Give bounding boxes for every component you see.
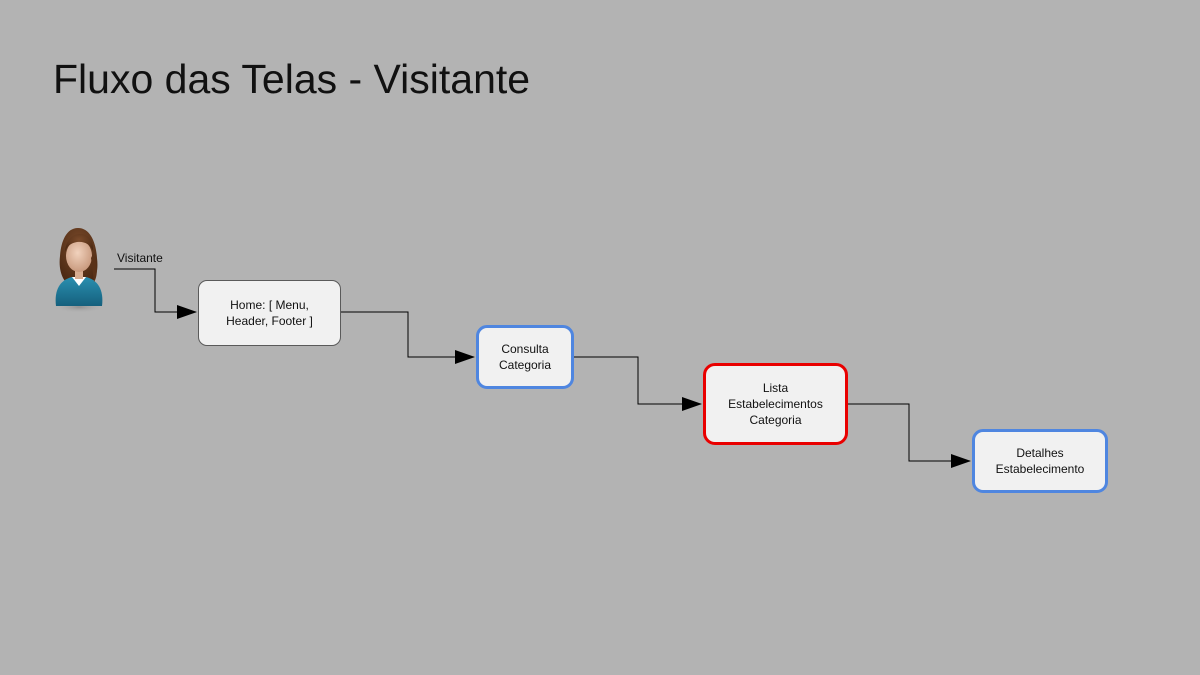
slide-title: Fluxo das Telas - Visitante — [53, 56, 531, 102]
node-detalhes-label: Detalhes Estabelecimento — [995, 446, 1085, 476]
actor-label: Visitante — [117, 251, 163, 265]
person-icon — [53, 228, 105, 313]
node-detalhes-estabelecimento: Detalhes Estabelecimento — [972, 429, 1108, 493]
node-home-label: Home: [ Menu, Header, Footer ] — [226, 298, 313, 328]
connector-lista-detalhes — [848, 403, 971, 468]
node-home: Home: [ Menu, Header, Footer ] — [198, 280, 341, 346]
connector-consulta-lista — [574, 356, 702, 411]
node-lista-estabelecimentos: Lista Estabelecimentos Categoria — [703, 363, 848, 445]
node-consulta-label: Consulta Categoria — [498, 342, 552, 372]
connector-home-consulta — [341, 311, 475, 364]
node-lista-label: Lista Estabelecimentos Categoria — [728, 381, 823, 427]
connector-visitante-home — [114, 268, 197, 319]
visitante-actor — [50, 224, 108, 314]
node-consulta-categoria: Consulta Categoria — [476, 325, 574, 389]
